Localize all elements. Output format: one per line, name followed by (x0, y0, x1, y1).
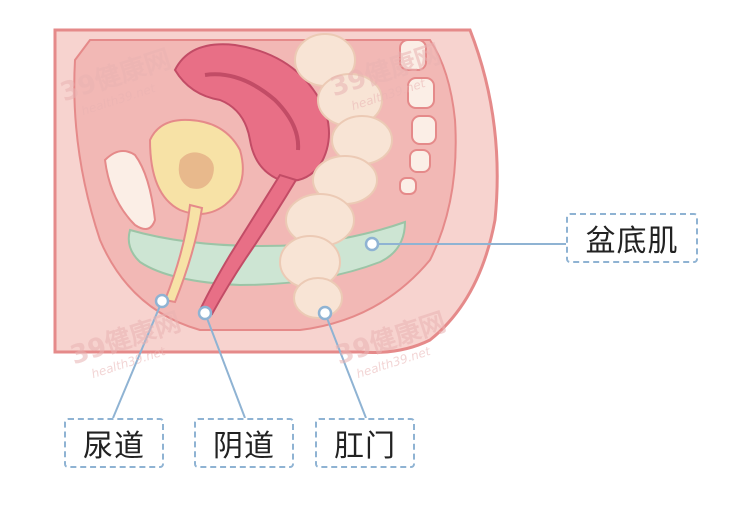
spine (399, 39, 437, 195)
bladder-contents (178, 152, 214, 189)
uterus-cavity (204, 72, 301, 151)
dot-anus (317, 305, 333, 321)
leader-anus (324, 312, 367, 419)
intestine (279, 33, 393, 319)
label-anus: 肛门 (315, 418, 415, 468)
dot-vagina (197, 305, 213, 321)
anchor-dots (154, 236, 380, 321)
label-vagina: 阴道 (194, 418, 294, 468)
leader-urethra (112, 300, 163, 419)
leader-lines (112, 243, 566, 419)
leader-vagina (204, 312, 246, 419)
dot-urethra (154, 293, 170, 309)
dot-pelvic (364, 236, 380, 252)
urethra-tube (163, 203, 204, 304)
pubic-bone (103, 150, 157, 230)
label-pelvic-floor-muscle: 盆底肌 (566, 213, 698, 263)
label-urethra: 尿道 (64, 418, 164, 468)
